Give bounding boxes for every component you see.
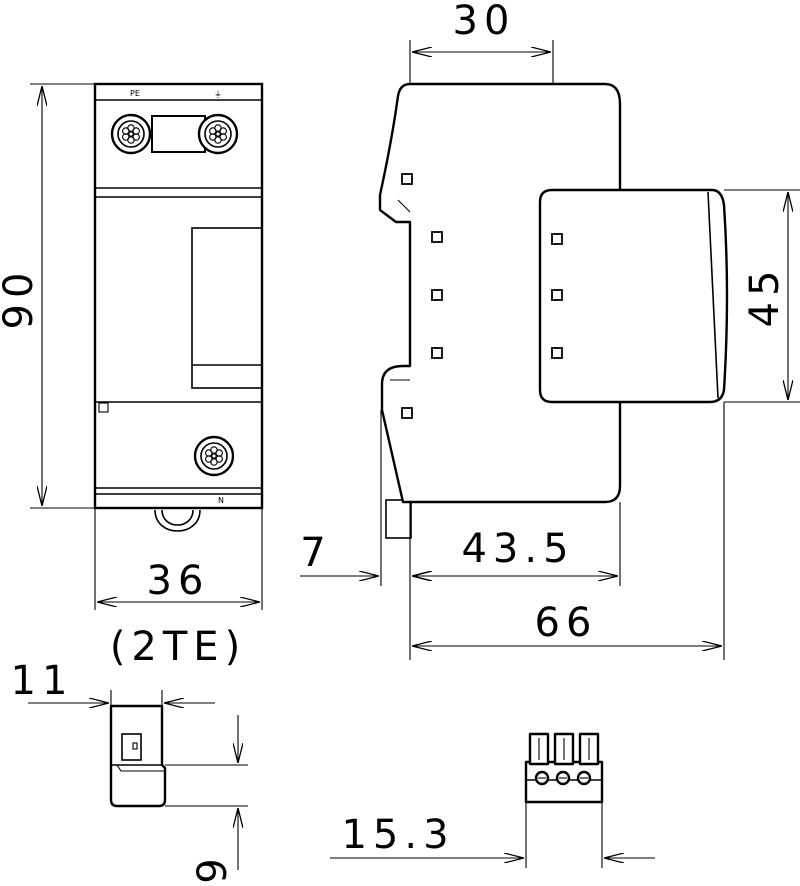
- dimension-height-front: 90: [0, 83, 95, 509]
- plug-detail-view: 11 9: [11, 658, 248, 884]
- pe-label: PE: [130, 89, 140, 98]
- depth-dim-label: 43.5: [461, 526, 574, 572]
- earth-label: ⏚: [214, 90, 222, 99]
- connector-width-dim-label: 15.3: [341, 812, 454, 858]
- screw-terminal-earth-icon: [197, 113, 239, 155]
- side-view: [378, 82, 729, 539]
- plug-width-dim-label: 11: [11, 658, 74, 704]
- n-label: N: [218, 496, 224, 505]
- plug-height-dim-label: 45: [742, 265, 788, 328]
- screw-terminal-n-icon: [193, 435, 235, 477]
- total-depth-dim-label: 66: [535, 600, 598, 646]
- width-units-label: (2TE): [110, 624, 246, 670]
- plug-height-detail-label: 9: [190, 852, 236, 883]
- screw-terminal-pe-icon: [110, 113, 152, 155]
- dimension-top-side: 30: [409, 0, 554, 84]
- plug-module: [538, 188, 729, 404]
- offset-dim-label: 7: [300, 530, 331, 576]
- connector-detail-view: 15.3: [330, 732, 655, 868]
- height-dim-label: 90: [0, 267, 42, 330]
- front-view: PE ⏚ N: [93, 82, 264, 532]
- dimension-width-front: 36 (2TE): [94, 508, 263, 670]
- dimension-plug-height: 45: [724, 189, 800, 403]
- dimension-depth: 7 43.5 66: [300, 402, 725, 660]
- width-dim-label: 36: [147, 558, 210, 604]
- front-housing: [93, 82, 264, 510]
- top-dim-label: 30: [453, 0, 516, 44]
